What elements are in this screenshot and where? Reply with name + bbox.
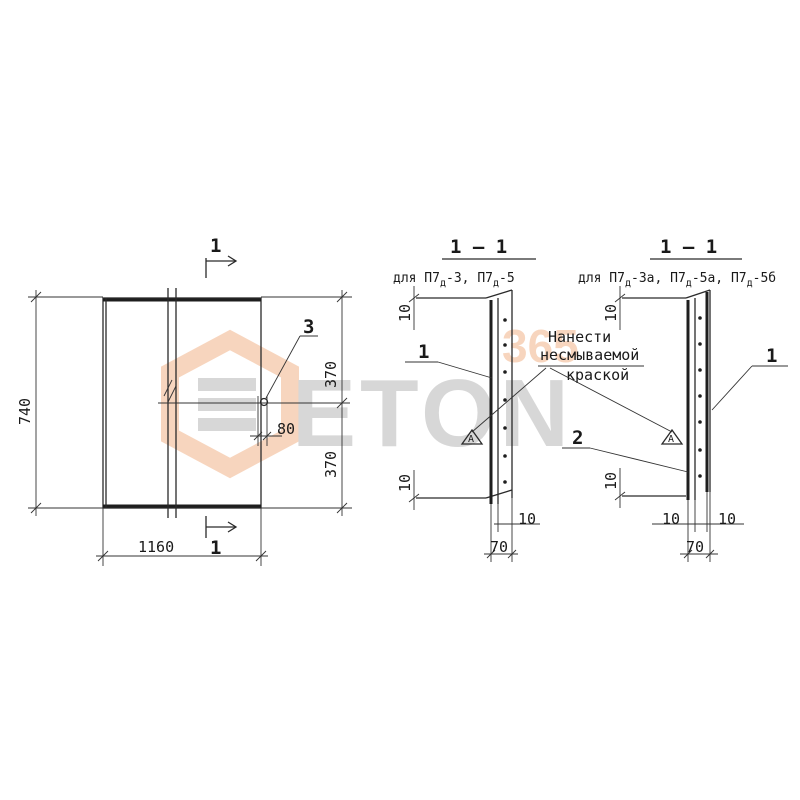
watermark-hexagon-logo bbox=[161, 329, 299, 479]
section-a-dim-bottom: 10 bbox=[396, 474, 414, 492]
note-line-2: несмываемой bbox=[540, 346, 639, 364]
section-b-title: 1 — 1 bbox=[660, 236, 717, 258]
watermark-number: 365 bbox=[502, 320, 579, 372]
section-a-subtitle: для П7д-3, П7д-5 bbox=[393, 271, 515, 289]
section-b-callout-1: 1 bbox=[766, 345, 777, 367]
section-mark-top-label: 1 bbox=[210, 235, 221, 257]
dim-upper: 370 bbox=[322, 361, 340, 388]
section-a: 1 — 1 для П7д-3, П7д-5 10 10 10 bbox=[393, 236, 547, 562]
section-b-dim-bottom: 10 bbox=[602, 472, 620, 490]
section-b-callout-2: 2 bbox=[572, 427, 583, 449]
section-a-dim-top: 10 bbox=[396, 304, 414, 322]
dim-width: 1160 bbox=[138, 538, 174, 556]
dim-lower: 370 bbox=[322, 451, 340, 478]
dim-height: 740 bbox=[16, 398, 34, 425]
watermark: 365 ETON bbox=[161, 320, 579, 479]
watermark-brand: ETON bbox=[292, 360, 573, 467]
section-b-dim-right: 10 bbox=[718, 510, 736, 528]
plan-view: 1 1 740 1160 370 370 80 bbox=[16, 235, 352, 566]
note-line-1: Нанести bbox=[548, 328, 611, 346]
section-b-subtitle: для П7д-3а, П7д-5а, П7д-5б bbox=[578, 271, 776, 289]
section-a-dim-right: 10 bbox=[518, 510, 536, 528]
section-b-marker: А bbox=[668, 434, 674, 445]
section-b-dim-left: 10 bbox=[662, 510, 680, 528]
section-b-dim-top: 10 bbox=[602, 304, 620, 322]
section-a-title: 1 — 1 bbox=[450, 236, 507, 258]
section-a-marker: А bbox=[468, 434, 474, 445]
note-line-3: краской bbox=[566, 366, 629, 384]
section-mark-bottom-label: 1 bbox=[210, 537, 221, 559]
section-a-callout-1: 1 bbox=[418, 341, 429, 363]
section-b-dim-width: 70 bbox=[686, 538, 704, 556]
callout-3: 3 bbox=[303, 316, 314, 338]
section-a-dim-width: 70 bbox=[490, 538, 508, 556]
note: Нанести несмываемой краской bbox=[538, 328, 644, 384]
dim-small: 80 bbox=[277, 420, 295, 438]
section-b: 1 — 1 для П7д-3а, П7д-5а, П7д-5б 10 10 bbox=[549, 236, 788, 562]
